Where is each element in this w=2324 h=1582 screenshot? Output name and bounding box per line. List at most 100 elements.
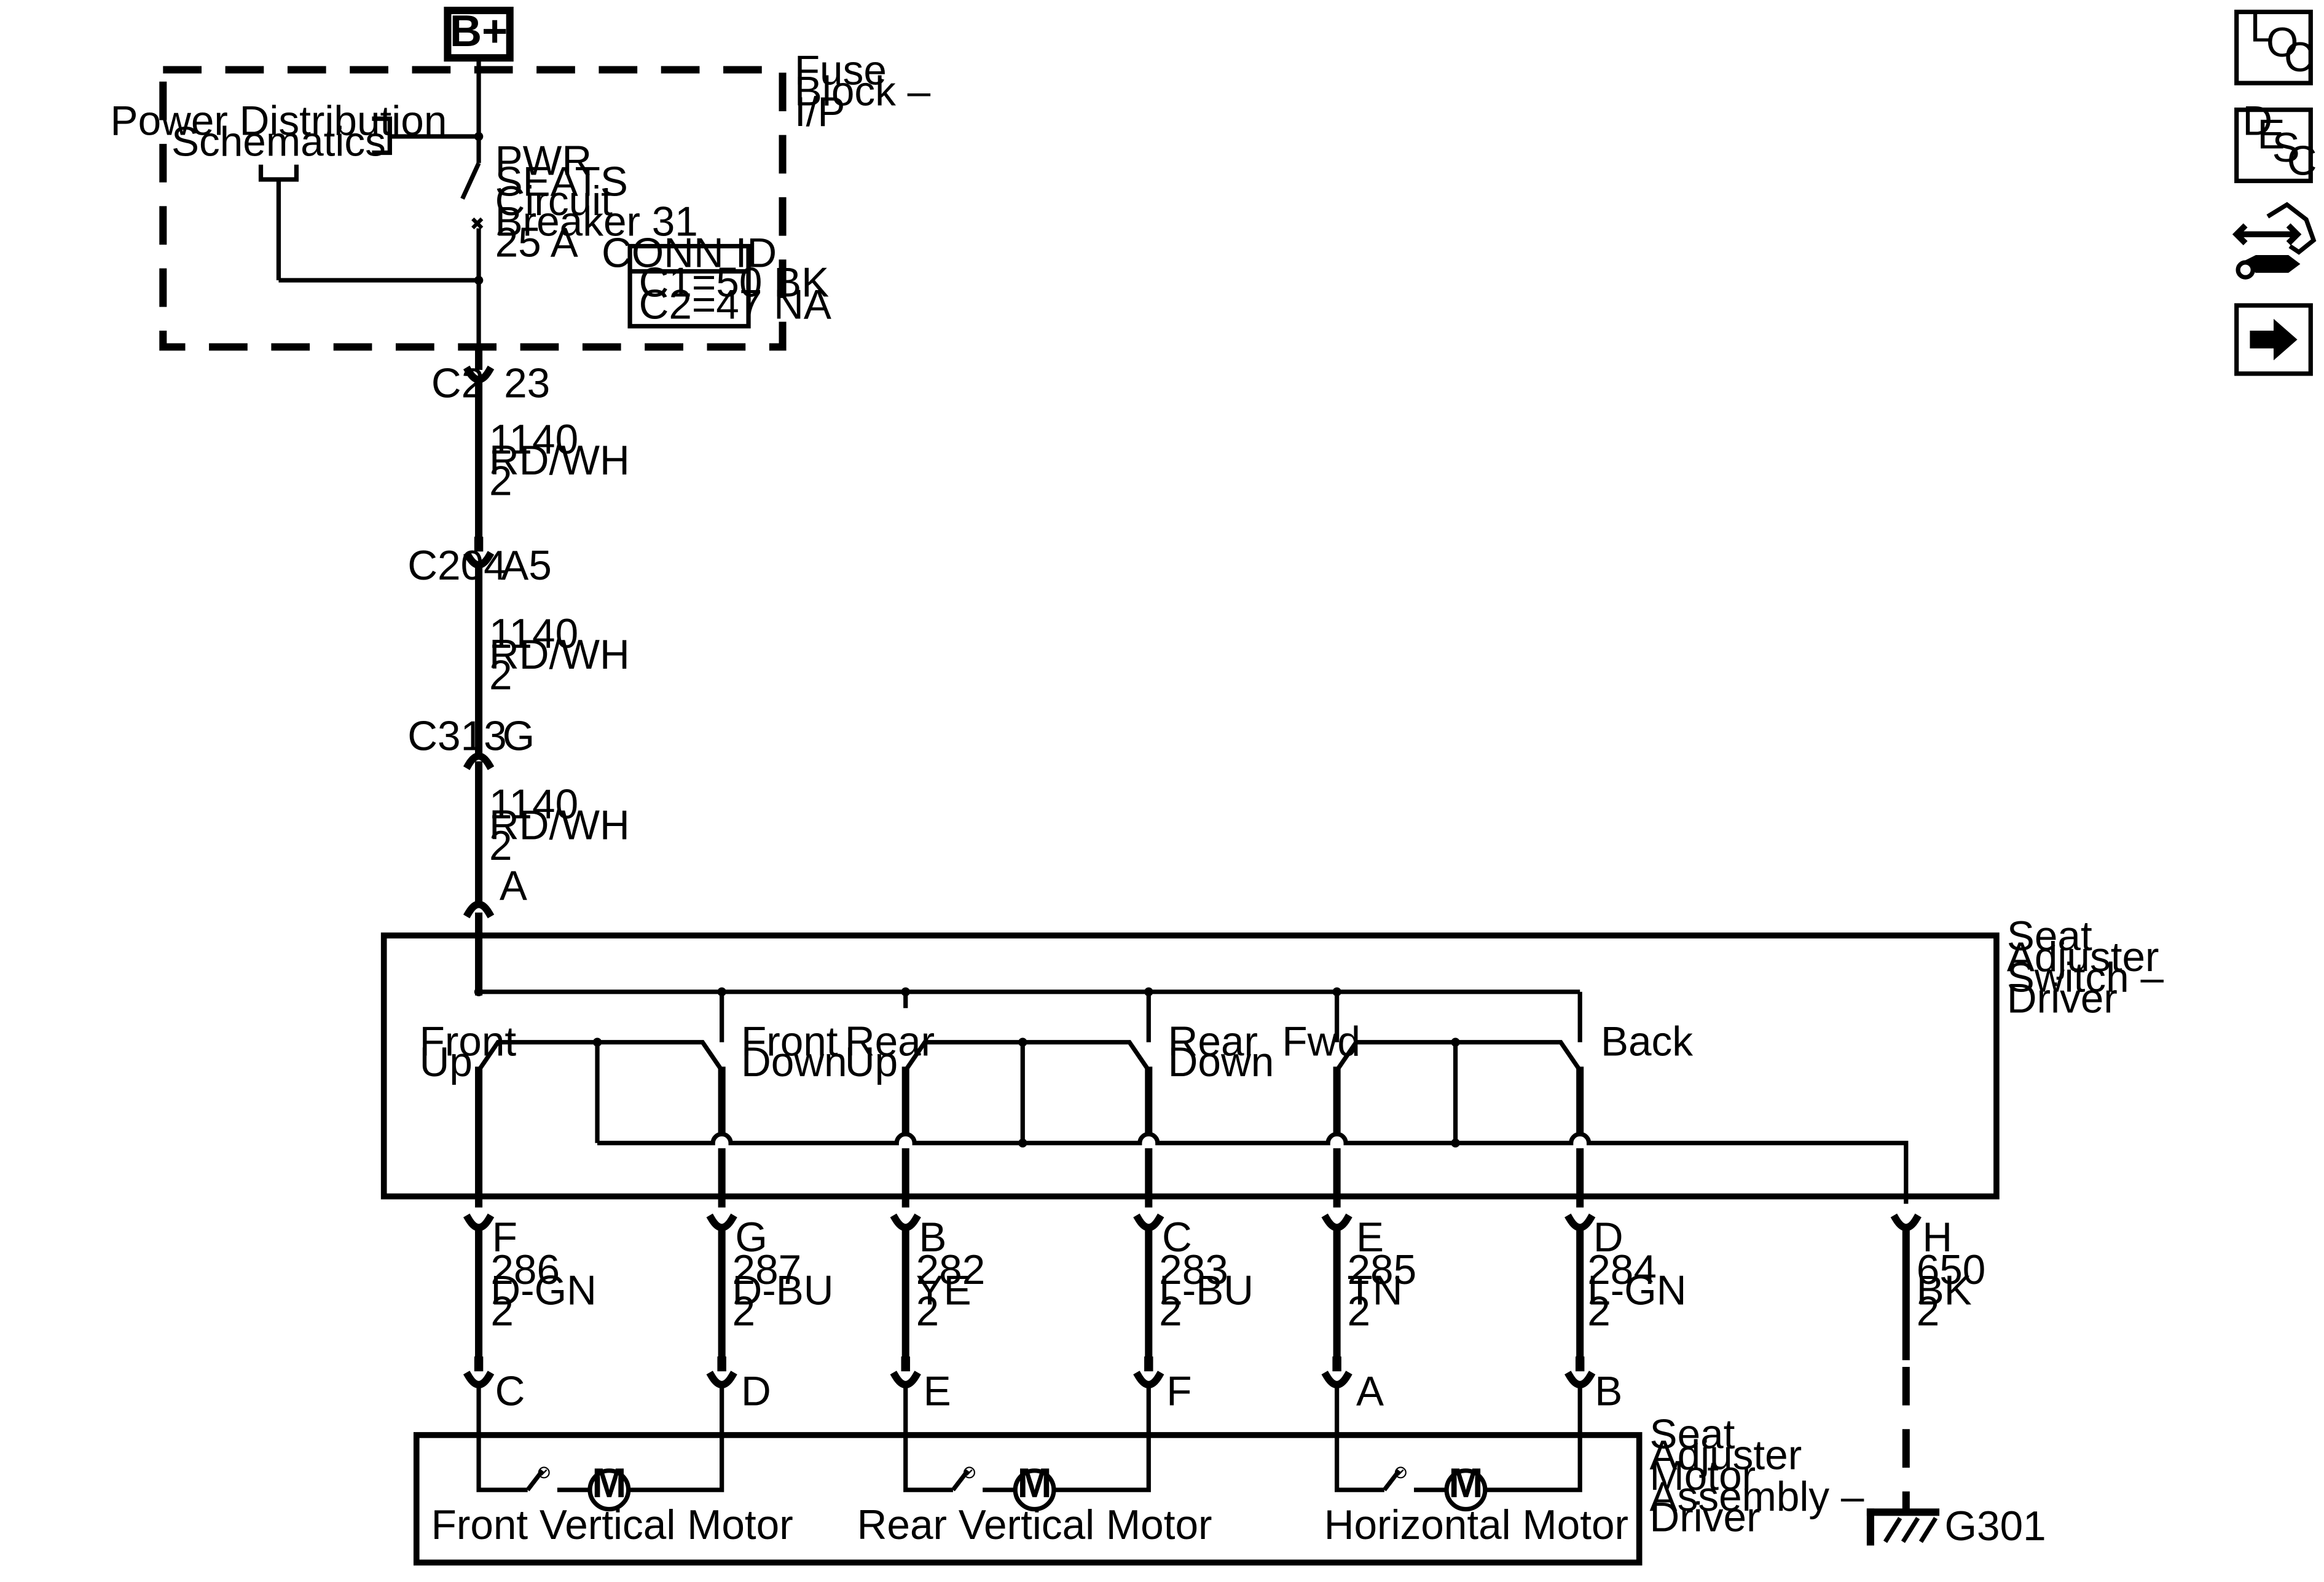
feed-connector-2-name: C204: [407, 543, 506, 589]
wire-284-circuit: 284: [1587, 1247, 1657, 1293]
front-vertical-motor: ⊘ M Front Vertical Motor: [431, 1387, 793, 1548]
breaker-label-4: Breaker 31: [495, 199, 698, 245]
motor-circuit-5: E 285 TN 2 A: [1321, 1213, 1416, 1415]
feed-connector-2-pin: A5: [501, 543, 552, 589]
fuse-block: Fuse Block – I/P Power Distribution Sche…: [111, 48, 931, 351]
feed-wire-1-color: RD/WH: [489, 438, 630, 484]
feed-wire-1-gauge: 2: [489, 458, 512, 505]
switch-label-3: Switch –: [2007, 955, 2164, 1001]
fuse-block-label-3: I/P: [795, 89, 846, 135]
seat-adjuster-motor-assembly: Seat Adjuster Motor Assembly – Driver ⊘ …: [413, 1387, 1864, 1566]
feed-wire-2-color: RD/WH: [489, 632, 630, 678]
feed-wire-3-circuit: 1140: [489, 782, 578, 828]
motor-symbol-1: M: [592, 1460, 626, 1506]
connector-wrench-button[interactable]: [2232, 202, 2317, 280]
ground-circuit: H 650 BK 2 G301: [1866, 1213, 2046, 1549]
position-fwd: Fwd: [1282, 1018, 1360, 1065]
motor-pin-e: E: [924, 1369, 951, 1415]
desc-letter-e: E: [2257, 111, 2285, 157]
connector-wrench-icon: [2232, 202, 2317, 280]
loc-letter-o: O: [2266, 20, 2299, 66]
feed-wire-2-gauge: 2: [489, 653, 512, 699]
switch-pin-c: C: [1162, 1214, 1192, 1261]
position-front-down-1: Front: [741, 1018, 838, 1065]
breaker-label-1: PWR: [495, 138, 592, 184]
loc-letter-c: C: [2284, 34, 2314, 81]
wire-283-circuit: 283: [1159, 1247, 1228, 1293]
motor-circuit-4: C 283 L-BU 2 F: [1133, 1213, 1254, 1415]
position-front-up-1: Front: [420, 1018, 517, 1065]
fuse-block-label-1: Fuse: [795, 48, 887, 94]
wire-650-circuit: 650: [1917, 1247, 1986, 1293]
motor-circuit-6: D 284 L-GN 2 B: [1564, 1213, 1687, 1415]
wire-284-color: L-GN: [1587, 1268, 1686, 1314]
desc-button[interactable]: D E S C: [2234, 98, 2317, 184]
motor-assembly-label-4: Assembly –: [1650, 1474, 1864, 1520]
wire-286-circuit: 286: [490, 1247, 560, 1293]
feed-circuit: C2 23 C204 A5 C313 G A 1140 RD/WH 2 1140…: [407, 343, 630, 996]
svg-text:⊘: ⊘: [962, 1463, 976, 1482]
wire-285-color: TN: [1347, 1268, 1402, 1314]
motor-assembly-label-2: Adjuster: [1650, 1432, 1802, 1478]
loc-button[interactable]: L O C: [2234, 5, 2314, 85]
motor-pin-d: D: [741, 1369, 771, 1415]
rear-vertical-motor: ⊘ M Rear Vertical Motor: [857, 1387, 1212, 1548]
position-rear-down-1: Rear: [1168, 1018, 1258, 1065]
conn-id-table: CONN ID C1=50 BK C2=47 NA: [602, 230, 831, 329]
switch-pin-b: B: [919, 1214, 946, 1261]
wire-650-gauge: 2: [1917, 1288, 1940, 1334]
position-rear-up-1: Rear: [845, 1018, 935, 1065]
feed-connector-1-name: C2: [431, 361, 484, 407]
svg-text:⊘: ⊘: [536, 1463, 551, 1482]
motor-assembly-label-1: Seat: [1650, 1412, 1735, 1458]
motor-pin-f: F: [1166, 1369, 1191, 1415]
supply-label: B+: [450, 7, 508, 56]
position-rear-up-2: Up: [845, 1039, 898, 1085]
ground-symbol-icon: [1866, 1508, 1940, 1546]
desc-letter-d: D: [2242, 98, 2272, 144]
fuse-block-label-2: Block –: [795, 68, 931, 114]
wire-650-color: BK: [1917, 1268, 1972, 1314]
horizontal-motor-label: Horizontal Motor: [1324, 1502, 1628, 1548]
svg-text:⊘: ⊘: [1393, 1463, 1408, 1482]
horizontal-motor: ⊘ M Horizontal Motor: [1324, 1387, 1628, 1548]
wire-283-gauge: 2: [1159, 1288, 1182, 1334]
rear-vertical-motor-label: Rear Vertical Motor: [857, 1502, 1212, 1548]
ground-label: G301: [1945, 1503, 2046, 1549]
next-button[interactable]: [2234, 303, 2313, 376]
wire-285-circuit: 285: [1347, 1247, 1416, 1293]
position-front-up-2: Up: [420, 1039, 473, 1085]
motor-assembly-label-3: Motor: [1650, 1453, 1756, 1499]
battery-supply: B+: [444, 7, 514, 62]
wire-282-gauge: 2: [916, 1288, 940, 1334]
desc-letter-s: S: [2272, 125, 2300, 171]
motor-pin-c: C: [495, 1369, 525, 1415]
wire-287-color: D-BU: [732, 1268, 834, 1314]
front-vertical-motor-label: Front Vertical Motor: [431, 1502, 793, 1548]
conn-id-title: CONN ID: [602, 230, 777, 276]
motor-circuit-2: G 287 D-BU 2 D: [706, 1213, 834, 1415]
conn-id-line-2: C2=47 NA: [639, 282, 831, 328]
motor-pin-b: B: [1595, 1369, 1622, 1415]
switch-label-1: Seat: [2007, 913, 2092, 959]
motor-circuit-1: F 286 D-GN 2 C: [463, 1213, 597, 1415]
wire-287-circuit: 287: [732, 1247, 802, 1293]
wire-284-gauge: 2: [1587, 1288, 1611, 1334]
position-front-down-2: Down: [741, 1039, 847, 1085]
feed-wire-3-color: RD/WH: [489, 802, 630, 848]
switch-pin-e: E: [1356, 1214, 1384, 1261]
feed-connector-1-pin: 23: [504, 361, 550, 407]
wire-286-gauge: 2: [490, 1288, 514, 1334]
power-distribution-ref-2: Schematics: [171, 119, 386, 165]
position-rear-down-2: Down: [1168, 1039, 1274, 1085]
switch-pin-d: D: [1593, 1214, 1623, 1261]
wire-286-color: D-GN: [490, 1268, 597, 1314]
breaker-label-3: Circuit: [495, 178, 613, 224]
feed-connector-3-name: C313: [407, 714, 506, 760]
motor-symbol-3: M: [1448, 1460, 1483, 1506]
wire-282-color: YE: [916, 1268, 972, 1314]
wire-285-gauge: 2: [1347, 1288, 1370, 1334]
position-back: Back: [1601, 1018, 1693, 1065]
motor-assembly-label-5: Driver: [1650, 1495, 1761, 1541]
feed-wire-2-circuit: 1140: [489, 611, 578, 657]
